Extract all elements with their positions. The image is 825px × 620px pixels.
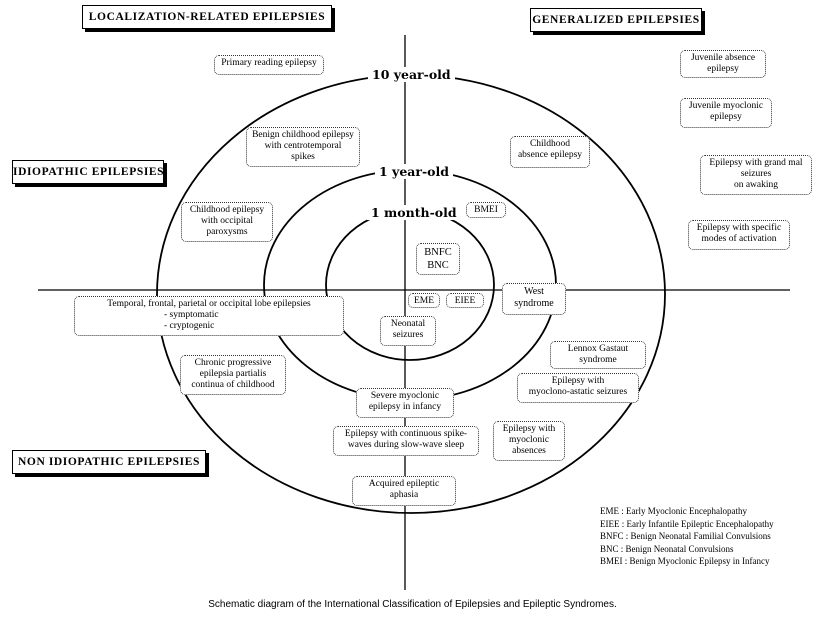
neonatal-seizures-box: Neonatal seizures	[380, 316, 436, 346]
idiopathic-label: IDIOPATHIC EPILEPSIES	[12, 160, 164, 184]
childhood-absence-epilepsy: Childhood absence epilepsy	[510, 136, 590, 168]
chronic-progressive-epilepsia: Chronic progressive epilepsia partialis …	[180, 355, 286, 395]
bnfc-bnc-box: BNFC BNC	[416, 243, 460, 275]
myoclonic-absences-epilepsy: Epilepsy with myoclonic absences	[493, 421, 565, 461]
lobe-epilepsies-title: Temporal, frontal, parietal or occipital…	[107, 299, 311, 309]
eiee-box: EIEE	[446, 293, 484, 308]
legend-bnc: BNC : Benign Neonatal Convulsions	[600, 543, 734, 554]
juvenile-myoclonic-epilepsy: Juvenile myoclonic epilepsy	[680, 98, 772, 128]
eme-box: EME	[408, 293, 440, 308]
age-label-1-month: 1 month-old	[367, 205, 461, 220]
benign-childhood-epilepsy: Benign childhood epilepsy with centrotem…	[246, 127, 360, 167]
lennox-gastaut-syndrome: Lennox Gastaut syndrome	[550, 341, 646, 369]
myoclono-astatic-epilepsy: Epilepsy with myoclono-astatic seizures	[517, 373, 639, 403]
lobe-epilepsies-subtypes: - symptomatic - cryptogenic	[164, 310, 219, 331]
generalized-label: GENERALIZED EPILEPSIES	[530, 8, 702, 32]
west-syndrome-box: West syndrome	[502, 283, 566, 315]
legend-bmei: BMEI : Benign Myoclonic Epilepsy in Infa…	[600, 556, 770, 567]
severe-myoclonic-epilepsy-infancy: Severe myoclonic epilepsy in infancy	[356, 388, 454, 418]
lobe-epilepsies-box: Temporal, frontal, parietal or occipital…	[74, 296, 344, 336]
acquired-epileptic-aphasia: Acquired epileptic aphasia	[352, 476, 456, 506]
non-idiopathic-label: NON IDIOPATHIC EPILEPSIES	[12, 450, 206, 474]
primary-reading-epilepsy: Primary reading epilepsy	[214, 55, 324, 75]
legend-eme: EME : Early Myoclonic Encephalopathy	[600, 506, 747, 516]
juvenile-absence-epilepsy: Juvenile absence epilepsy	[680, 50, 766, 78]
age-label-1-year: 1 year-old	[375, 164, 453, 179]
specific-modes-epilepsy: Epilepsy with specific modes of activati…	[688, 220, 790, 250]
abbreviation-legend: EME : Early Myoclonic Encephalopathy EIE…	[600, 505, 774, 568]
legend-bnfc: BNFC : Benign Neonatal Familial Convulsi…	[600, 531, 771, 542]
continuous-spike-waves-epilepsy: Epilepsy with continuous spike- waves du…	[333, 426, 479, 456]
age-label-10-year: 10 year-old	[368, 67, 455, 82]
figure-caption: Schematic diagram of the International C…	[208, 599, 617, 610]
childhood-occipital-epilepsy: Childhood epilepsy with occipital paroxy…	[181, 202, 273, 242]
bmei-box: BMEI	[466, 202, 506, 218]
localization-related-label: LOCALIZATION-RELATED EPILEPSIES	[82, 5, 332, 29]
grand-mal-on-awaking-epilepsy: Epilepsy with grand mal seizures on awak…	[700, 155, 812, 195]
legend-eiee: EIEE : Early Infantile Epileptic Encepha…	[600, 518, 774, 529]
